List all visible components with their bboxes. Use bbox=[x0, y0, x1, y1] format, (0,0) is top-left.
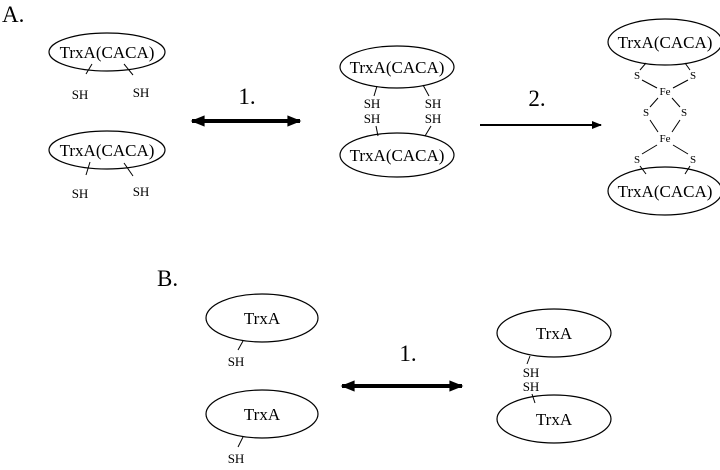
protein-label: TrxA bbox=[536, 324, 573, 343]
sulfur-label: S bbox=[690, 154, 696, 166]
monomer-a-bottom: TrxA(CACA) SH SH bbox=[48, 130, 166, 201]
sulfur-label: S bbox=[634, 154, 640, 166]
cys-bond-line bbox=[237, 436, 244, 448]
cys-bond-line bbox=[237, 340, 244, 351]
protein-ellipse bbox=[205, 389, 319, 439]
sulfur-label: S bbox=[634, 70, 640, 82]
protein-label: TrxA(CACA) bbox=[350, 58, 445, 77]
panel-a: A. TrxA(CACA) SH SH TrxA(CACA) SH SH 1. … bbox=[2, 2, 720, 216]
cys-bond-line bbox=[85, 63, 93, 75]
protein-ellipse bbox=[496, 308, 612, 358]
thiol-label: SH bbox=[133, 184, 150, 199]
protein-ellipse bbox=[607, 18, 720, 66]
protein-ellipse bbox=[205, 293, 319, 343]
thiol-label: SH bbox=[364, 111, 381, 126]
thiol-label: SH bbox=[425, 111, 442, 126]
thiol-label: SH bbox=[228, 451, 245, 466]
cys-bond-line bbox=[639, 62, 647, 71]
protein-label: TrxA bbox=[244, 405, 281, 424]
cys-bond-line bbox=[424, 125, 432, 137]
step-1-label: 1. bbox=[238, 84, 255, 109]
protein-ellipse bbox=[48, 130, 166, 170]
cluster-bond-line bbox=[672, 144, 689, 155]
thiol-label: SH bbox=[133, 85, 150, 100]
iron-sulfur-dimer: TrxA(CACA) S S Fe S S Fe S S TrxA(CACA) bbox=[607, 18, 720, 216]
thiol-label: SH bbox=[425, 96, 442, 111]
iron-label: Fe bbox=[660, 133, 671, 145]
cluster-bond-line bbox=[672, 79, 689, 89]
panel-b-label: B. bbox=[157, 266, 178, 291]
cys-bond-line bbox=[684, 62, 691, 71]
monomer-b-top: TrxA SH bbox=[205, 293, 319, 369]
monomer-a-top: TrxA(CACA) SH SH bbox=[48, 32, 166, 102]
thiol-label: SH bbox=[72, 87, 89, 102]
protein-ellipse bbox=[496, 394, 612, 444]
protein-label: TrxA(CACA) bbox=[60, 43, 155, 62]
protein-ellipse bbox=[339, 45, 455, 89]
dimer-a: TrxA(CACA) SH SH SH SH TrxA(CACA) bbox=[339, 45, 455, 178]
step-2-label: 2. bbox=[528, 86, 545, 111]
cluster-bond-line bbox=[641, 144, 658, 155]
cys-bond-line bbox=[526, 355, 531, 365]
protein-ellipse bbox=[339, 132, 455, 178]
thiol-label: SH bbox=[228, 354, 245, 369]
dimer-b: TrxA SH SH TrxA bbox=[496, 308, 612, 444]
cys-bond-line bbox=[123, 162, 134, 177]
cys-bond-line bbox=[684, 165, 691, 175]
cluster-bond-line bbox=[671, 97, 681, 108]
sulfur-label: S bbox=[690, 70, 696, 82]
protein-label: TrxA(CACA) bbox=[350, 146, 445, 165]
sulfur-label: S bbox=[643, 107, 649, 119]
monomer-b-bottom: TrxA SH bbox=[205, 389, 319, 466]
protein-ellipse bbox=[607, 166, 720, 216]
thiol-label: SH bbox=[72, 186, 89, 201]
protein-label: TrxA(CACA) bbox=[618, 182, 713, 201]
thiol-label: SH bbox=[523, 365, 540, 380]
cluster-bond-line bbox=[649, 119, 659, 133]
cys-bond-line bbox=[422, 84, 430, 97]
thiol-label: SH bbox=[364, 96, 381, 111]
protein-label: TrxA(CACA) bbox=[618, 33, 713, 52]
cluster-bond-line bbox=[649, 97, 659, 108]
protein-label: TrxA bbox=[536, 410, 573, 429]
cys-bond-line bbox=[373, 85, 378, 97]
protein-ellipse bbox=[48, 32, 166, 72]
cys-bond-line bbox=[531, 393, 536, 404]
cys-bond-line bbox=[639, 165, 647, 175]
cluster-bond-line bbox=[671, 119, 681, 133]
cys-bond-line bbox=[123, 63, 134, 76]
protein-label: TrxA bbox=[244, 309, 281, 328]
cluster-bond-line bbox=[641, 79, 658, 89]
thiol-label: SH bbox=[523, 379, 540, 394]
iron-label: Fe bbox=[660, 86, 671, 98]
step-1-label: 1. bbox=[399, 341, 416, 366]
protein-label: TrxA(CACA) bbox=[60, 141, 155, 160]
sulfur-label: S bbox=[681, 107, 687, 119]
panel-b: B. TrxA SH TrxA SH 1. TrxA SH SH TrxA bbox=[157, 266, 612, 466]
panel-a-label: A. bbox=[2, 2, 24, 27]
cys-bond-line bbox=[85, 161, 91, 176]
